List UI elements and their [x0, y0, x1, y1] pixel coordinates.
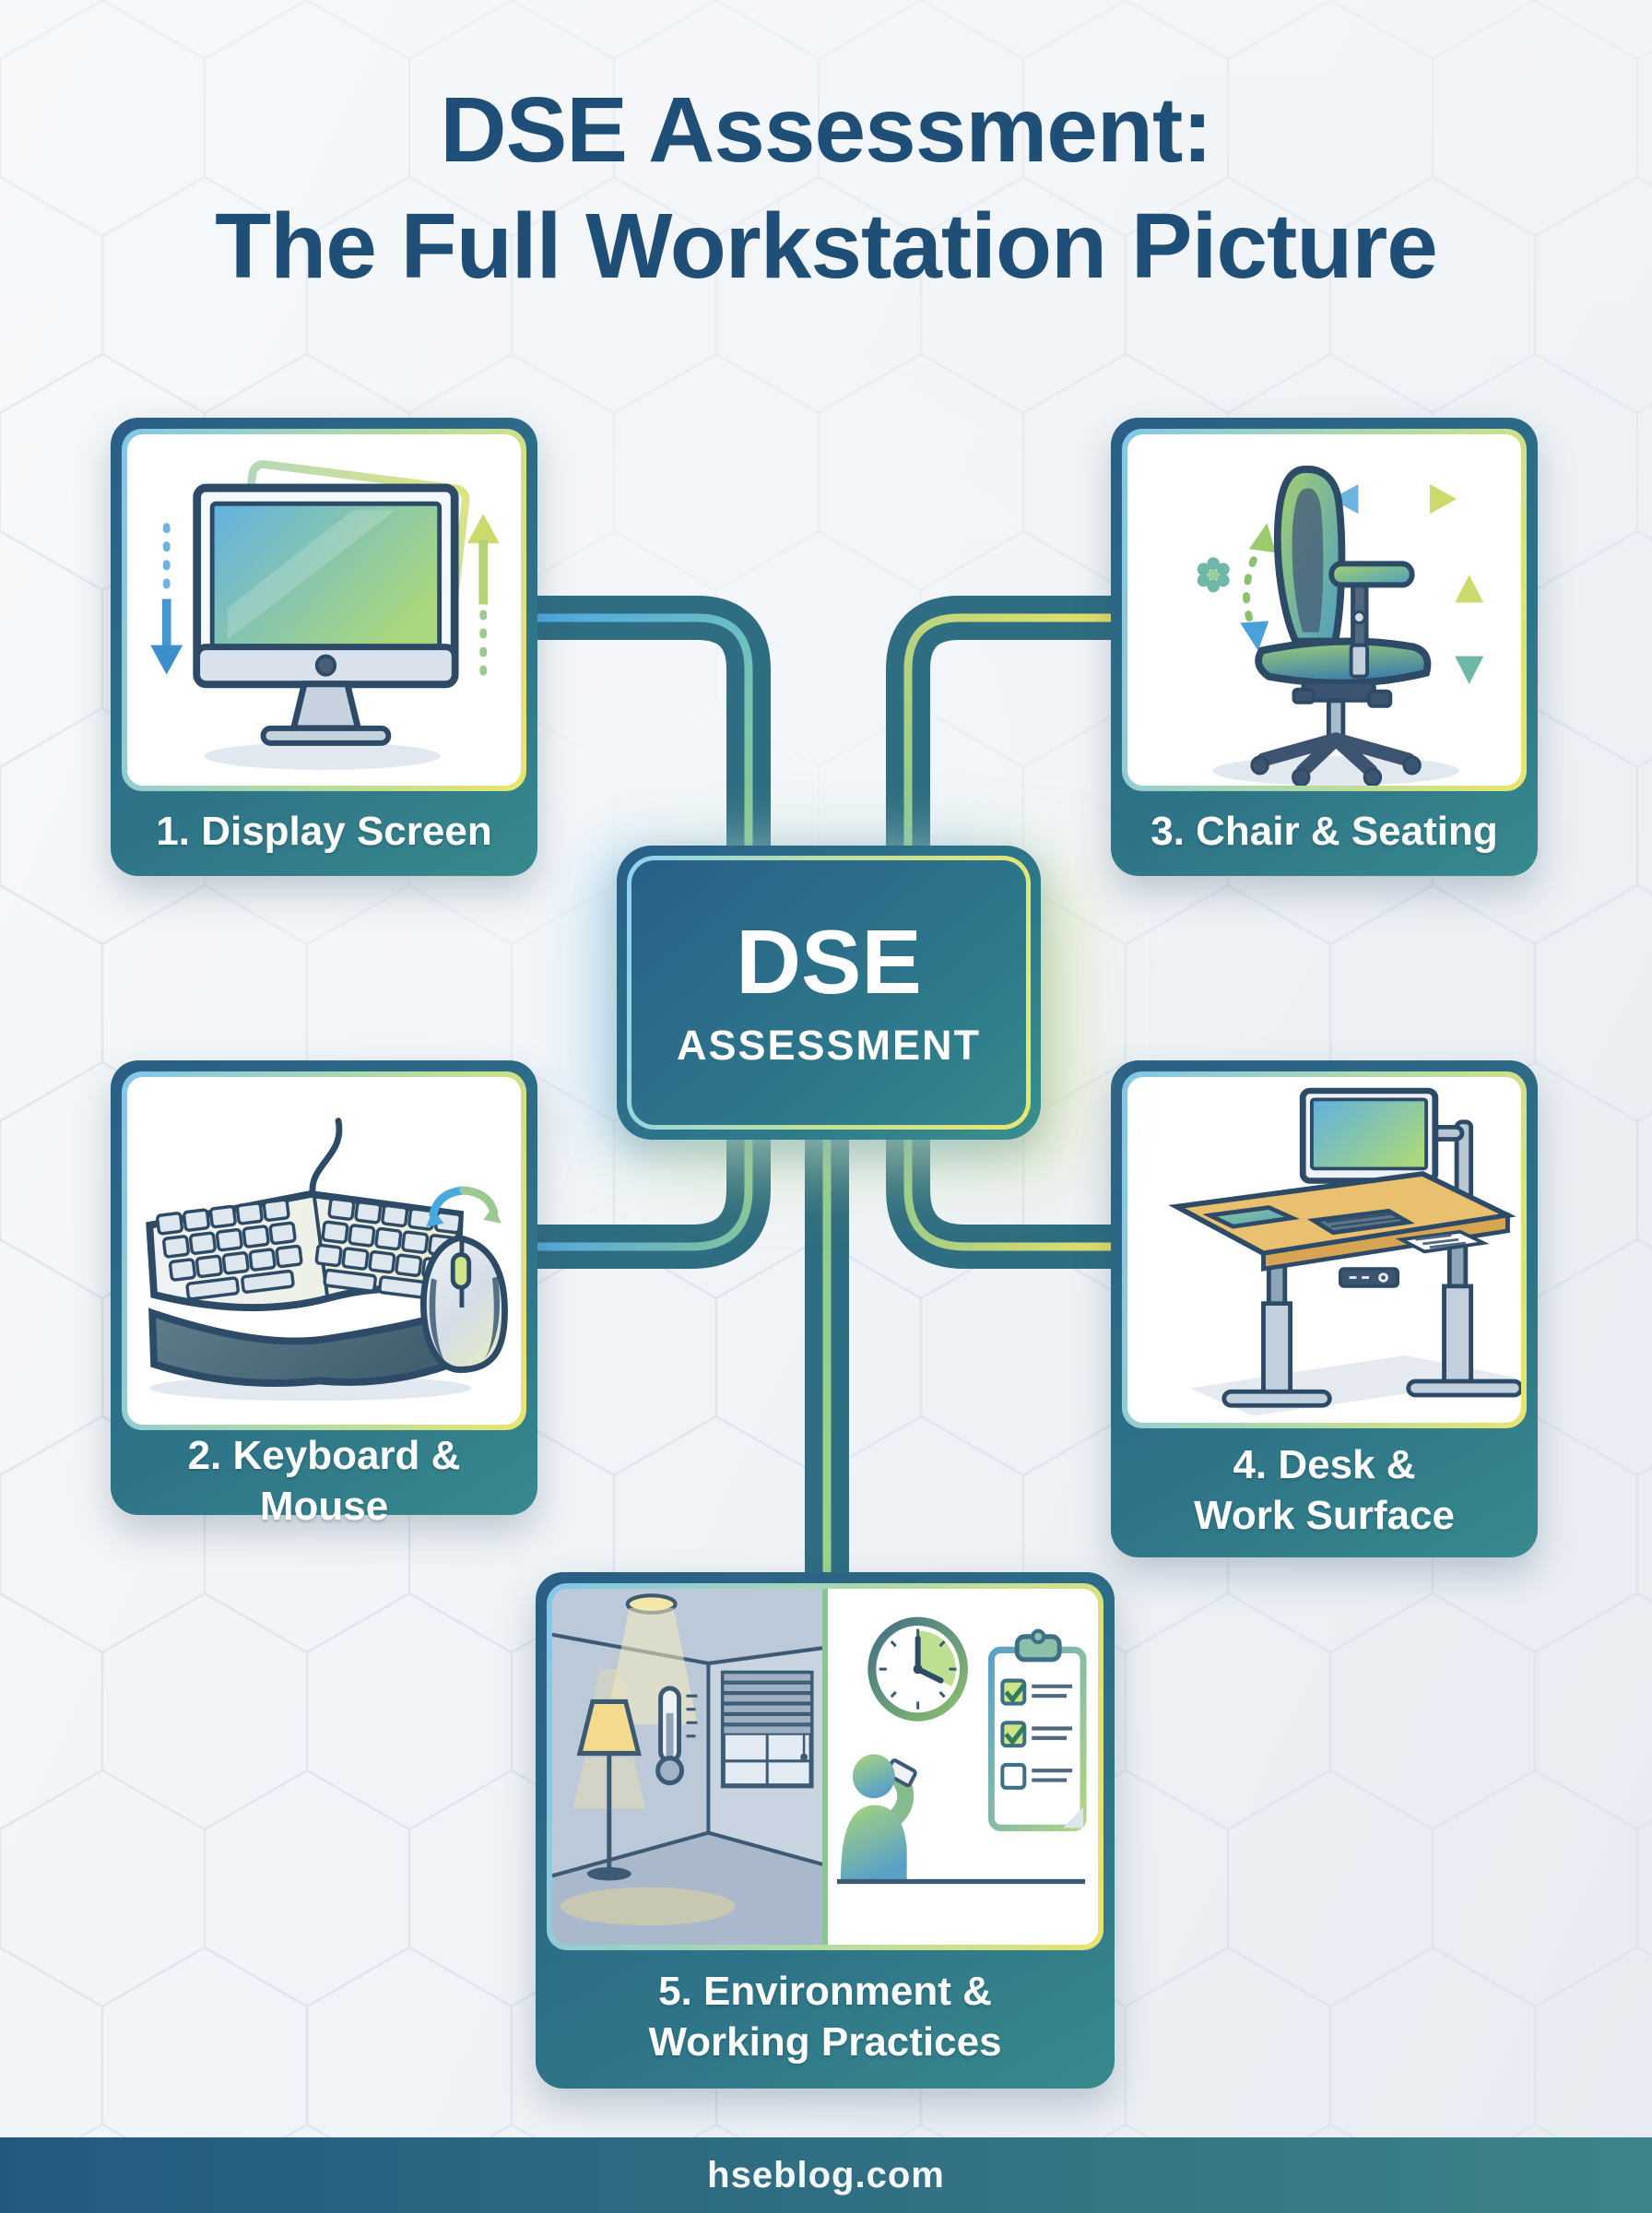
hub-title: DSE [736, 910, 922, 1012]
height-up-arrow-icon [466, 514, 500, 684]
card-label-line: 5. Environment & [658, 1969, 992, 2014]
window-blinds-icon [720, 1670, 814, 1789]
backrest-tilt-arrow-icon [1240, 523, 1277, 651]
pipe-display-to-hub [537, 596, 771, 853]
card-art-frame [122, 1071, 526, 1430]
node-card-desk-work-surface: 4. Desk & Work Surface [1111, 1060, 1538, 1557]
card-label: 5. Environment & Working Practices [547, 1950, 1103, 2089]
hub-dse-assessment: DSE ASSESSMENT [617, 846, 1041, 1140]
pipe-hub-to-desk [886, 1134, 1111, 1269]
scene-divider [822, 1589, 828, 1945]
card-art-frame [1122, 1071, 1527, 1428]
card-label-line: Working Practices [648, 2019, 1002, 2065]
page-title: DSE Assessment: The Full Workstation Pic… [0, 72, 1652, 304]
node-card-keyboard-mouse: 2. Keyboard & Mouse [111, 1060, 537, 1529]
card-label-line: Work Surface [1194, 1493, 1455, 1538]
lumbar-support-icon [1197, 557, 1230, 593]
checklist-clipboard-icon [987, 1628, 1087, 1832]
armrest-slide-arrow-icon [1331, 484, 1457, 515]
office-chair-icon [1127, 434, 1521, 786]
card-label: 4. Desk & Work Surface [1122, 1428, 1527, 1557]
card-label: 3. Chair & Seating [1122, 791, 1527, 876]
footer-site-label: hseblog.com [707, 2154, 945, 2195]
clock-icon [867, 1616, 968, 1722]
node-card-chair-seating: 3. Chair & Seating [1111, 418, 1538, 876]
pipe-chair-to-hub [886, 596, 1111, 853]
working-practices-scene [827, 1589, 1098, 1945]
environment-practices-icon [552, 1589, 1098, 1945]
pipe-hub-to-keyboard [537, 1134, 771, 1269]
node-card-environment-working-practices: 5. Environment & Working Practices [536, 1572, 1115, 2089]
card-label: 2. Keyboard & Mouse [122, 1430, 526, 1537]
footer-bar: hseblog.com [0, 2137, 1652, 2213]
card-label-line: 1. Display Screen [156, 808, 492, 854]
card-label-line: 4. Desk & [1233, 1442, 1416, 1487]
seat-height-arrow-icon [1455, 574, 1484, 684]
card-art-frame [122, 429, 526, 791]
standing-desk-icon [1127, 1077, 1521, 1423]
keyboard-mouse-icon [127, 1077, 521, 1425]
card-label-line: 3. Chair & Seating [1150, 808, 1498, 854]
node-card-display-screen: 1. Display Screen [111, 418, 537, 876]
page-title-line2: The Full Workstation Picture [215, 195, 1438, 298]
page-title-line1: DSE Assessment: [440, 78, 1212, 182]
height-down-arrow-icon [150, 523, 183, 675]
card-label: 1. Display Screen [122, 791, 526, 876]
hub-subtitle: ASSESSMENT [676, 1021, 982, 1069]
card-art-frame [1122, 429, 1527, 791]
monitor-icon [127, 434, 521, 786]
card-label-line: 2. Keyboard & Mouse [187, 1433, 461, 1529]
mouse-rotate-arrow-icon [426, 1186, 502, 1227]
card-art-frame [547, 1583, 1103, 1950]
hub-core: DSE ASSESSMENT [631, 860, 1026, 1125]
room-environment-scene [552, 1589, 823, 1945]
wrist-rest [148, 1306, 470, 1387]
